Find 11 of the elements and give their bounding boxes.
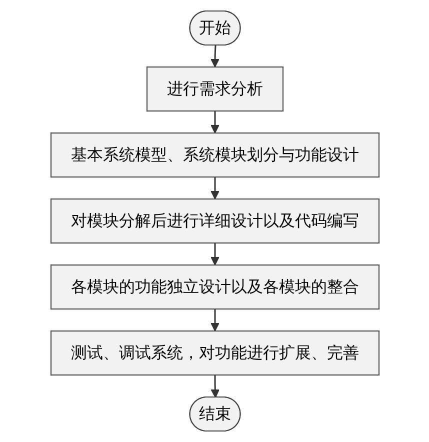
- arrow: [210, 177, 219, 200]
- arrow: [210, 111, 219, 134]
- node-box: 进行需求分析: [146, 66, 283, 112]
- arrow: [210, 243, 219, 266]
- arrow: [210, 375, 220, 398]
- arrow: [210, 309, 219, 332]
- node-box: 各模块的功能独立设计以及各模块的整合: [50, 264, 379, 310]
- node-box: 对模块分解后进行详细设计以及代码编写: [50, 198, 379, 244]
- node-box: 测试、调试系统，对功能进行扩展、完善: [50, 330, 379, 376]
- arrow: [210, 45, 219, 68]
- node-box: 基本系统模型、系统模块划分与功能设计: [50, 132, 379, 178]
